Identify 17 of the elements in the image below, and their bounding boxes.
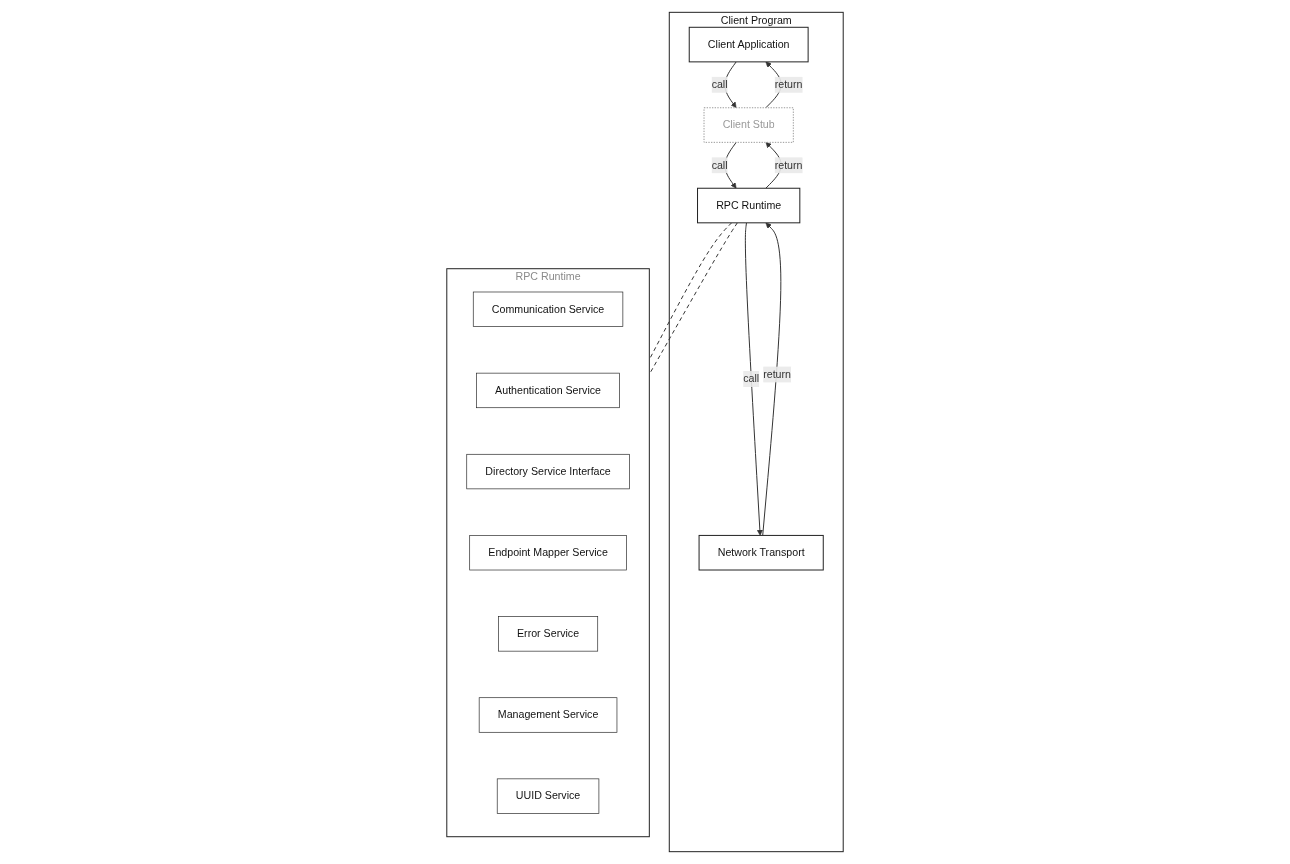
- node-box: Endpoint Mapper Service: [469, 535, 627, 571]
- edge-label: return: [774, 78, 803, 91]
- edge-label: call: [711, 159, 728, 171]
- node-box: Client Application: [688, 26, 809, 63]
- edge-label: return: [763, 368, 791, 380]
- node-box: RPC Runtime: [697, 187, 801, 224]
- node-box: Client Stub: [703, 107, 794, 143]
- edge-label: return: [774, 159, 803, 171]
- node-box: Error Service: [498, 616, 599, 652]
- node-box: Authentication Service: [476, 372, 620, 409]
- node-box: Directory Service Interface: [466, 453, 630, 490]
- node-box: Communication Service: [472, 291, 624, 327]
- node-box: Management Service: [478, 697, 618, 733]
- node-box: Network Transport: [698, 534, 824, 571]
- node-box: UUID Service: [496, 778, 600, 814]
- edge-label: call: [743, 373, 760, 385]
- edge-label: call: [711, 78, 728, 91]
